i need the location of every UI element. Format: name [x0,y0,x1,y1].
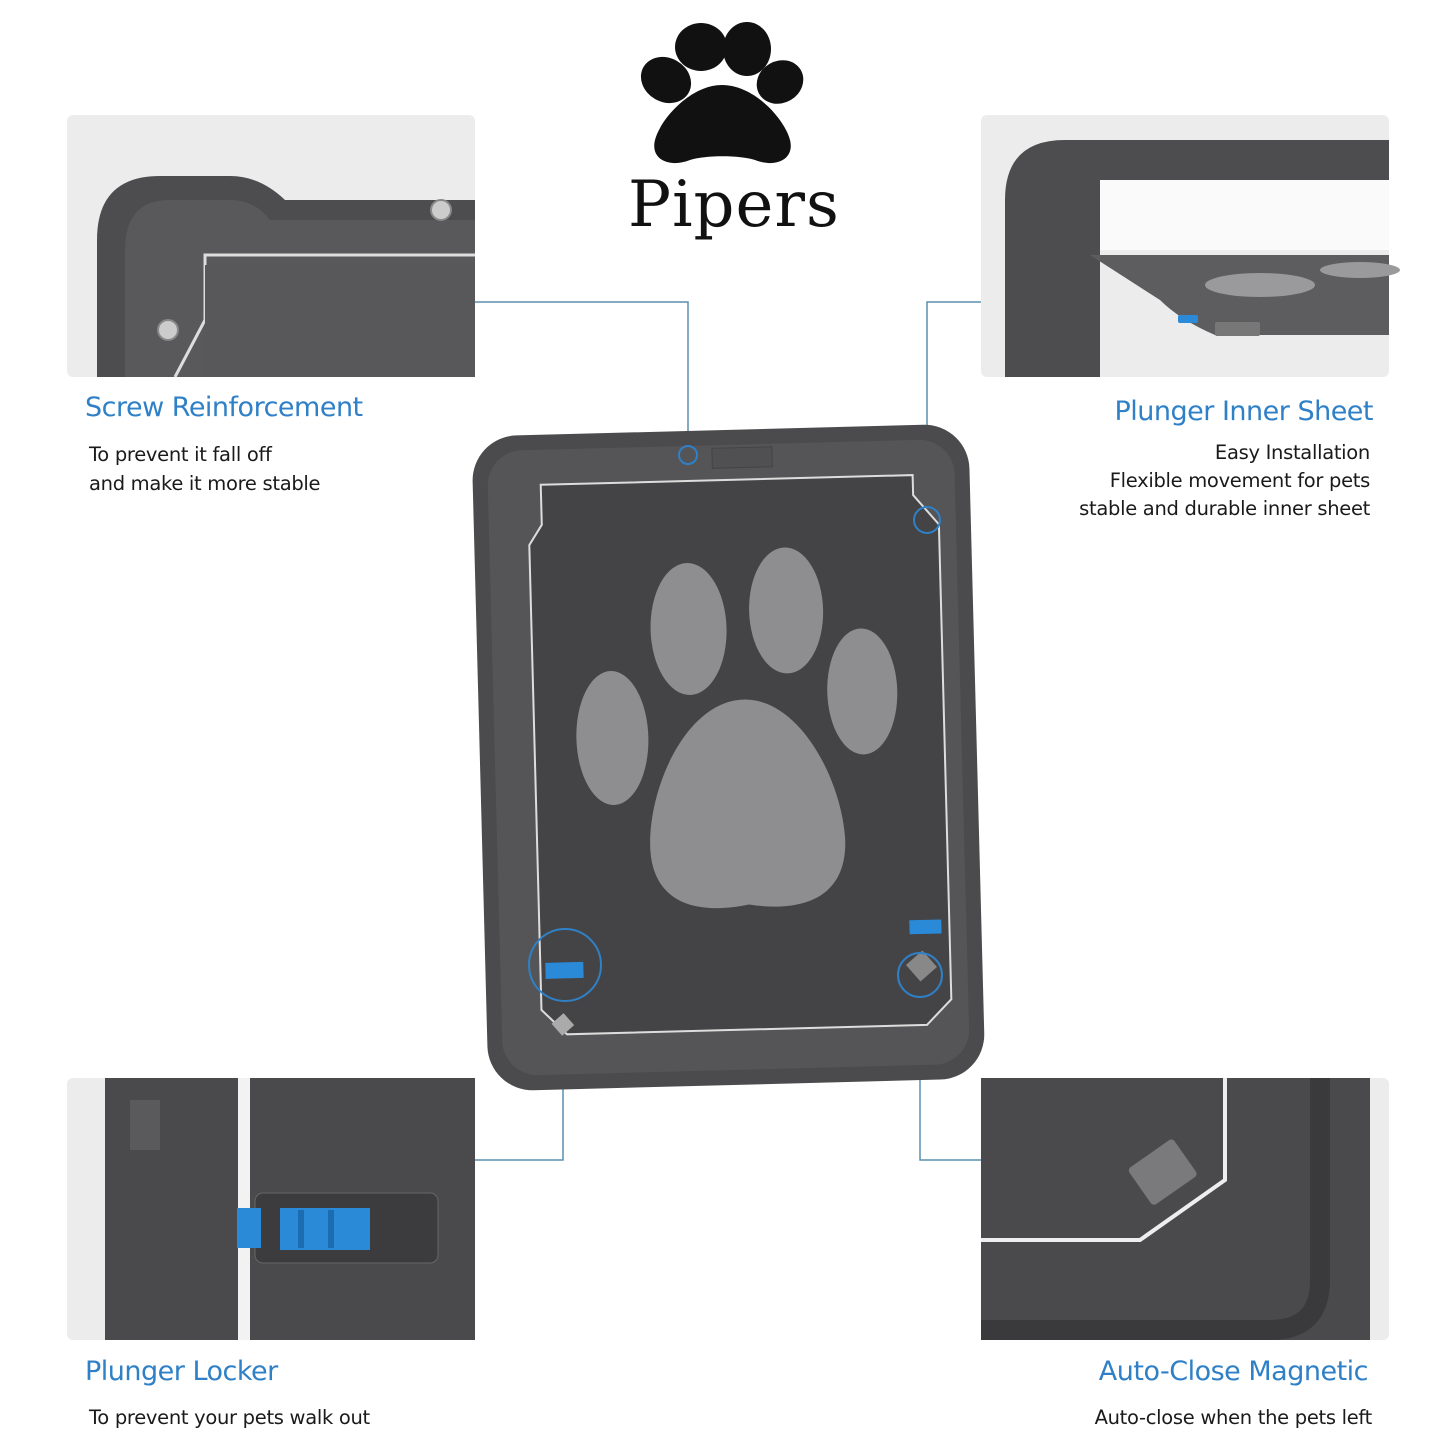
feature-title-screw-reinforcement: Screw Reinforcement [85,392,363,423]
feature-desc-auto-close-magnetic: Auto-close when the pets left [1094,1403,1373,1432]
feature-desc-plunger-inner-sheet: Easy Installation Flexible movement for … [1079,439,1370,523]
pet-door-product [472,424,985,1091]
feature-title-auto-close-magnetic: Auto-Close Magnetic [1098,1356,1369,1387]
feature-desc-plunger-locker: To prevent your pets walk out [89,1403,370,1432]
detail-plunger-locker [67,1078,475,1340]
desc-line: Auto-close when the pets left [1094,1406,1373,1429]
desc-line: Easy Installation [1214,441,1370,464]
desc-line: stable and durable inner sheet [1079,497,1370,520]
desc-line: and make it more stable [89,472,321,495]
paw-print-icon [640,22,804,164]
feature-desc-screw-reinforcement: To prevent it fall off and make it more … [89,440,321,498]
brand-name: Pipers [628,168,840,242]
detail-auto-close-magnetic [981,1078,1389,1340]
detail-plunger-inner-sheet [981,115,1400,377]
highlight-circles [528,445,943,1002]
desc-line: To prevent it fall off [89,443,272,466]
detail-screw-reinforcement [67,115,475,378]
desc-line: Flexible movement for pets [1109,469,1371,492]
feature-title-plunger-locker: Plunger Locker [85,1356,278,1387]
desc-line: To prevent your pets walk out [89,1406,370,1429]
feature-title-plunger-inner-sheet: Plunger Inner Sheet [1114,396,1374,427]
